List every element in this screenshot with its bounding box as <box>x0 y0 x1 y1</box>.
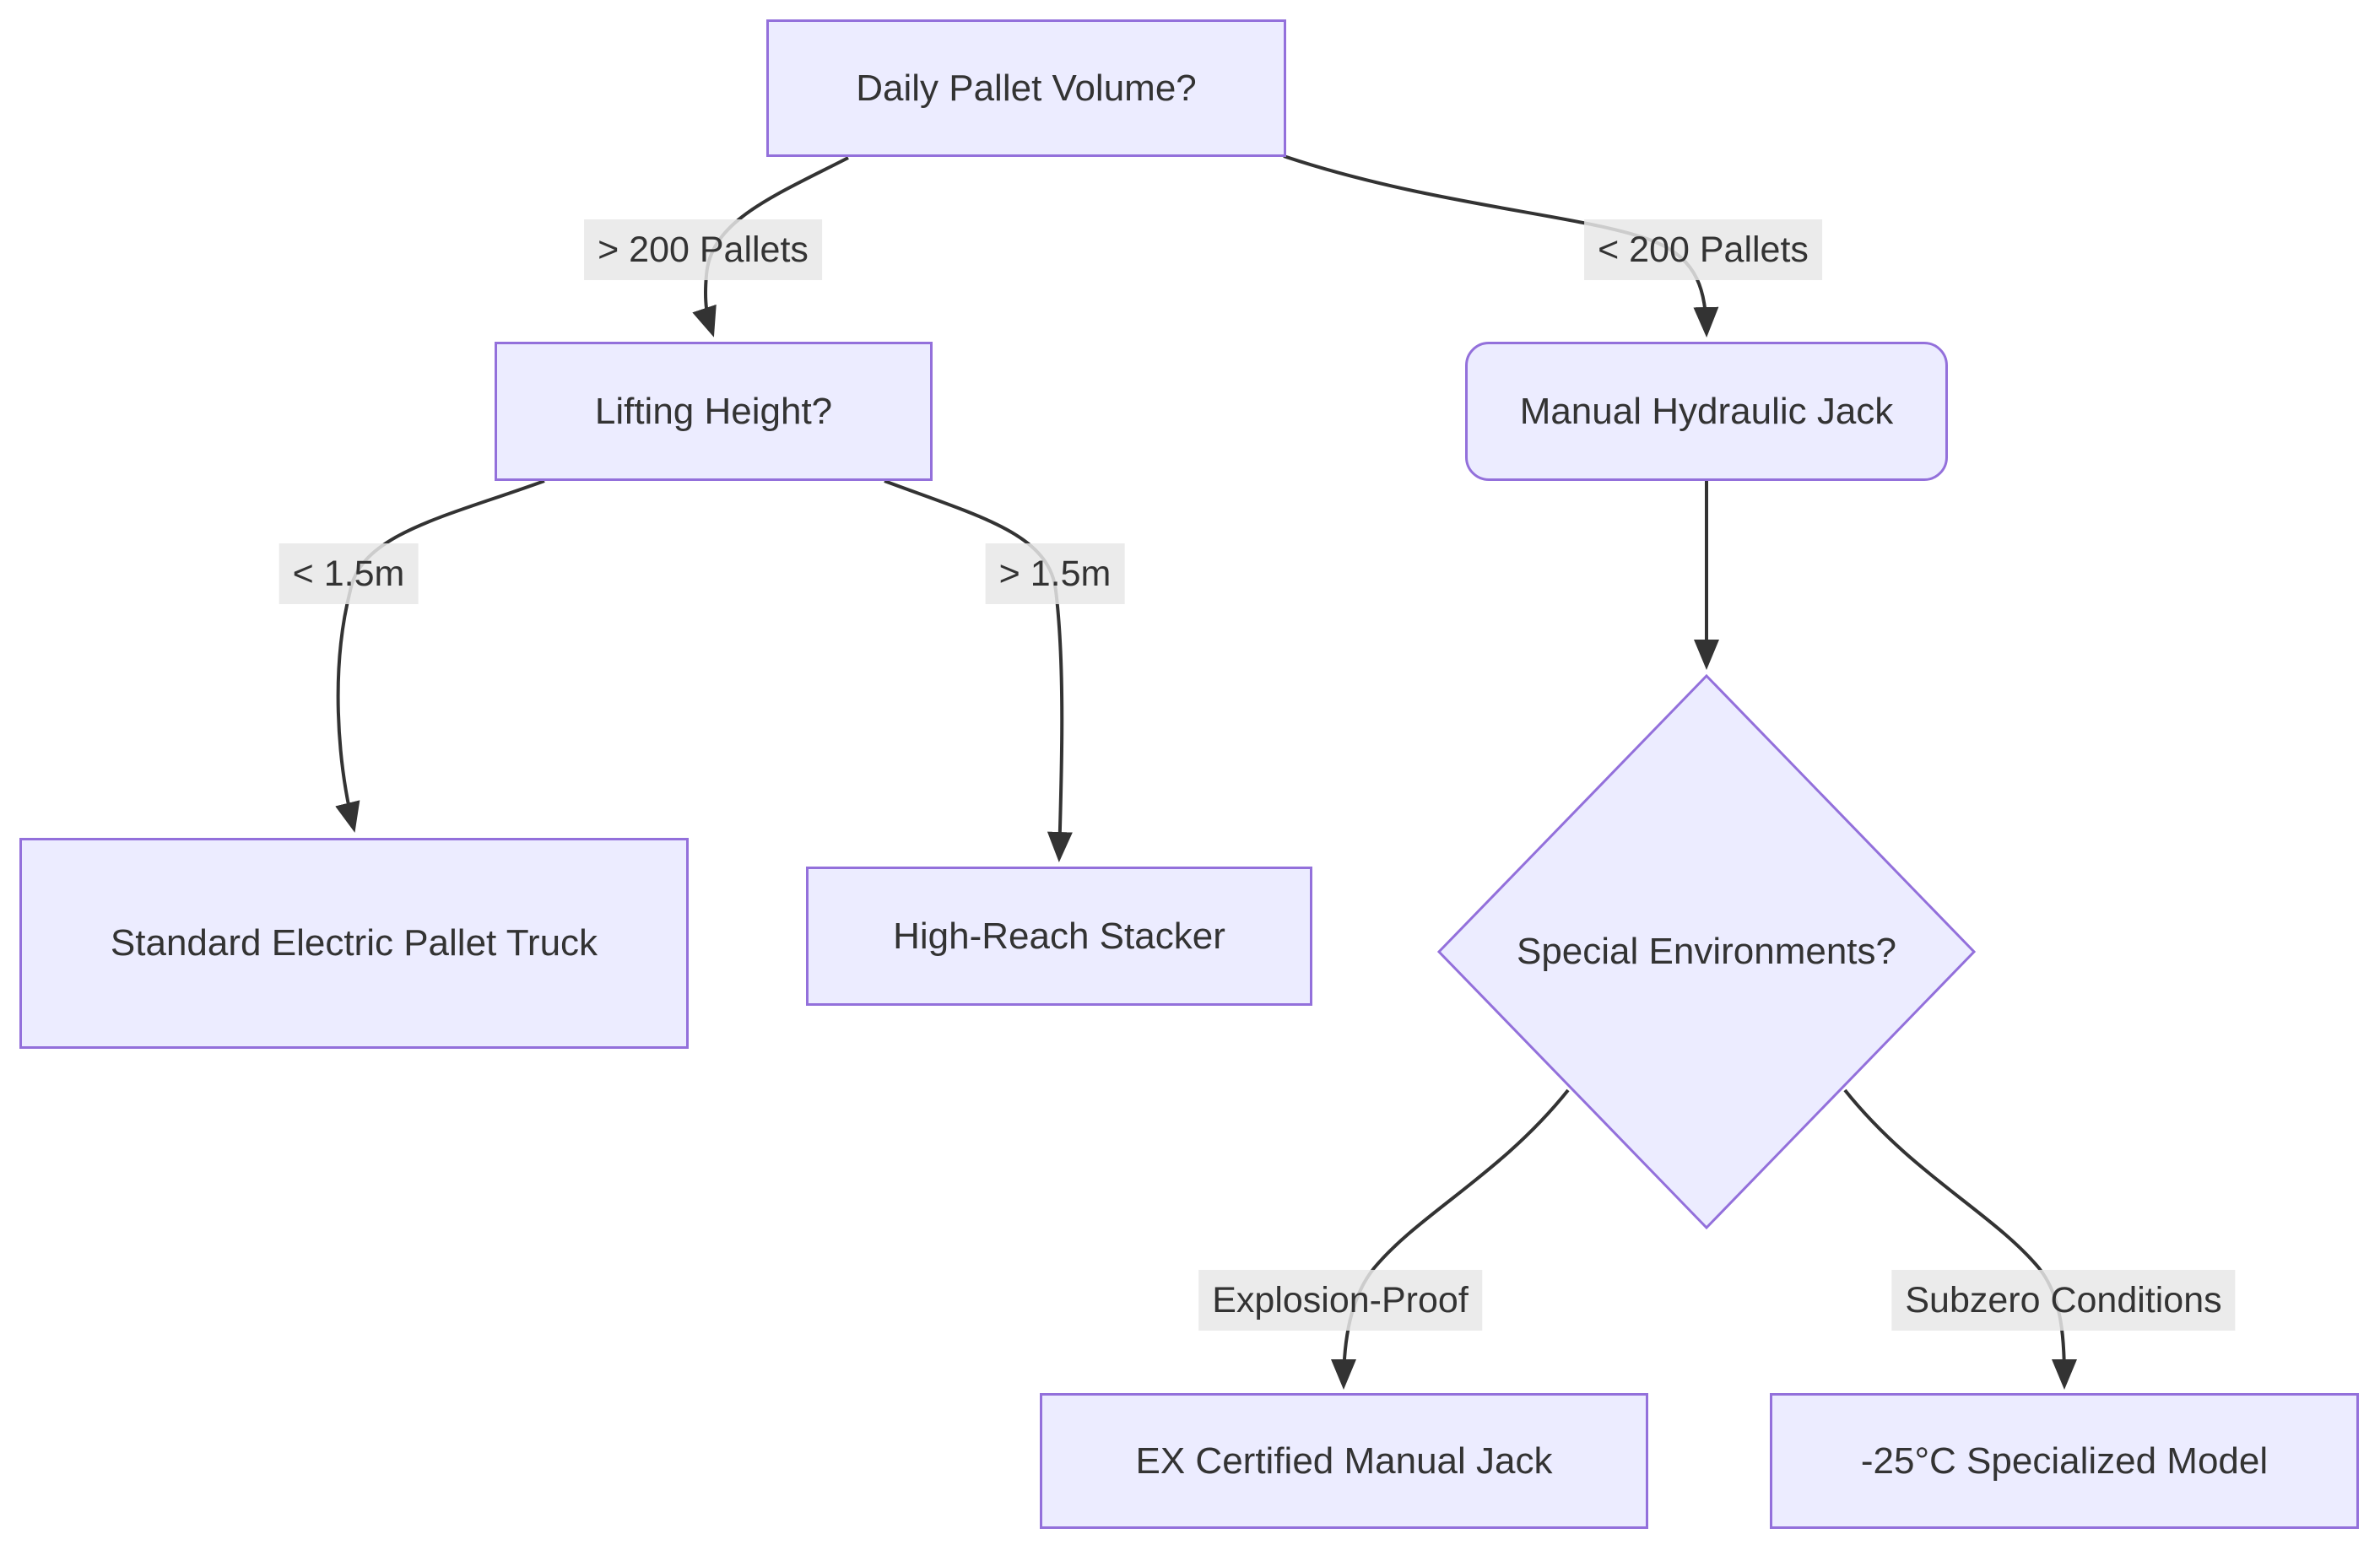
node-high-reach-stacker: High-Reach Stacker <box>806 867 1312 1006</box>
node-label-manual-hydraulic-jack: Manual Hydraulic Jack <box>1519 390 1894 432</box>
node-daily-pallet-volume: Daily Pallet Volume? <box>766 19 1286 157</box>
node-label-standard-electric-pallet-truck: Standard Electric Pallet Truck <box>110 922 598 964</box>
node-special-environments: Special Environments? <box>1436 673 1977 1230</box>
node-subzero-specialized-model: -25°C Specialized Model <box>1770 1393 2359 1529</box>
edge-special-env-to-ex-certified <box>1331 1088 1570 1390</box>
edge-label-lt-1-5m: < 1.5m <box>279 543 419 604</box>
node-manual-hydraulic-jack: Manual Hydraulic Jack <box>1465 342 1948 481</box>
edge-label-subzero-conditions: Subzero Conditions <box>1891 1270 2236 1331</box>
edge-label-gt-200-pallets: > 200 Pallets <box>584 219 822 280</box>
node-standard-electric-pallet-truck: Standard Electric Pallet Truck <box>19 838 689 1049</box>
edge-label-explosion-proof: Explosion-Proof <box>1198 1270 1482 1331</box>
node-label-special-environments: Special Environments? <box>1516 931 1896 972</box>
edge-special-env-to-subzero-model <box>1843 1088 2077 1390</box>
edge-label-lt-200-pallets: < 200 Pallets <box>1584 219 1822 280</box>
node-label-daily-pallet-volume: Daily Pallet Volume? <box>856 67 1197 109</box>
node-label-subzero-specialized-model: -25°C Specialized Model <box>1860 1439 2269 1482</box>
diamond-shape <box>1436 673 1977 1230</box>
node-label-lifting-height: Lifting Height? <box>594 390 833 432</box>
edge-lifting-height-to-standard-electric <box>335 479 545 833</box>
edge-label-gt-1-5m: > 1.5m <box>985 543 1125 604</box>
node-label-high-reach-stacker: High-Reach Stacker <box>893 915 1225 957</box>
node-ex-certified-manual-jack: EX Certified Manual Jack <box>1040 1393 1648 1529</box>
node-label-ex-certified-manual-jack: EX Certified Manual Jack <box>1135 1439 1553 1482</box>
edge-lifting-height-to-high-reach <box>884 479 1073 862</box>
node-lifting-height: Lifting Height? <box>495 342 933 481</box>
